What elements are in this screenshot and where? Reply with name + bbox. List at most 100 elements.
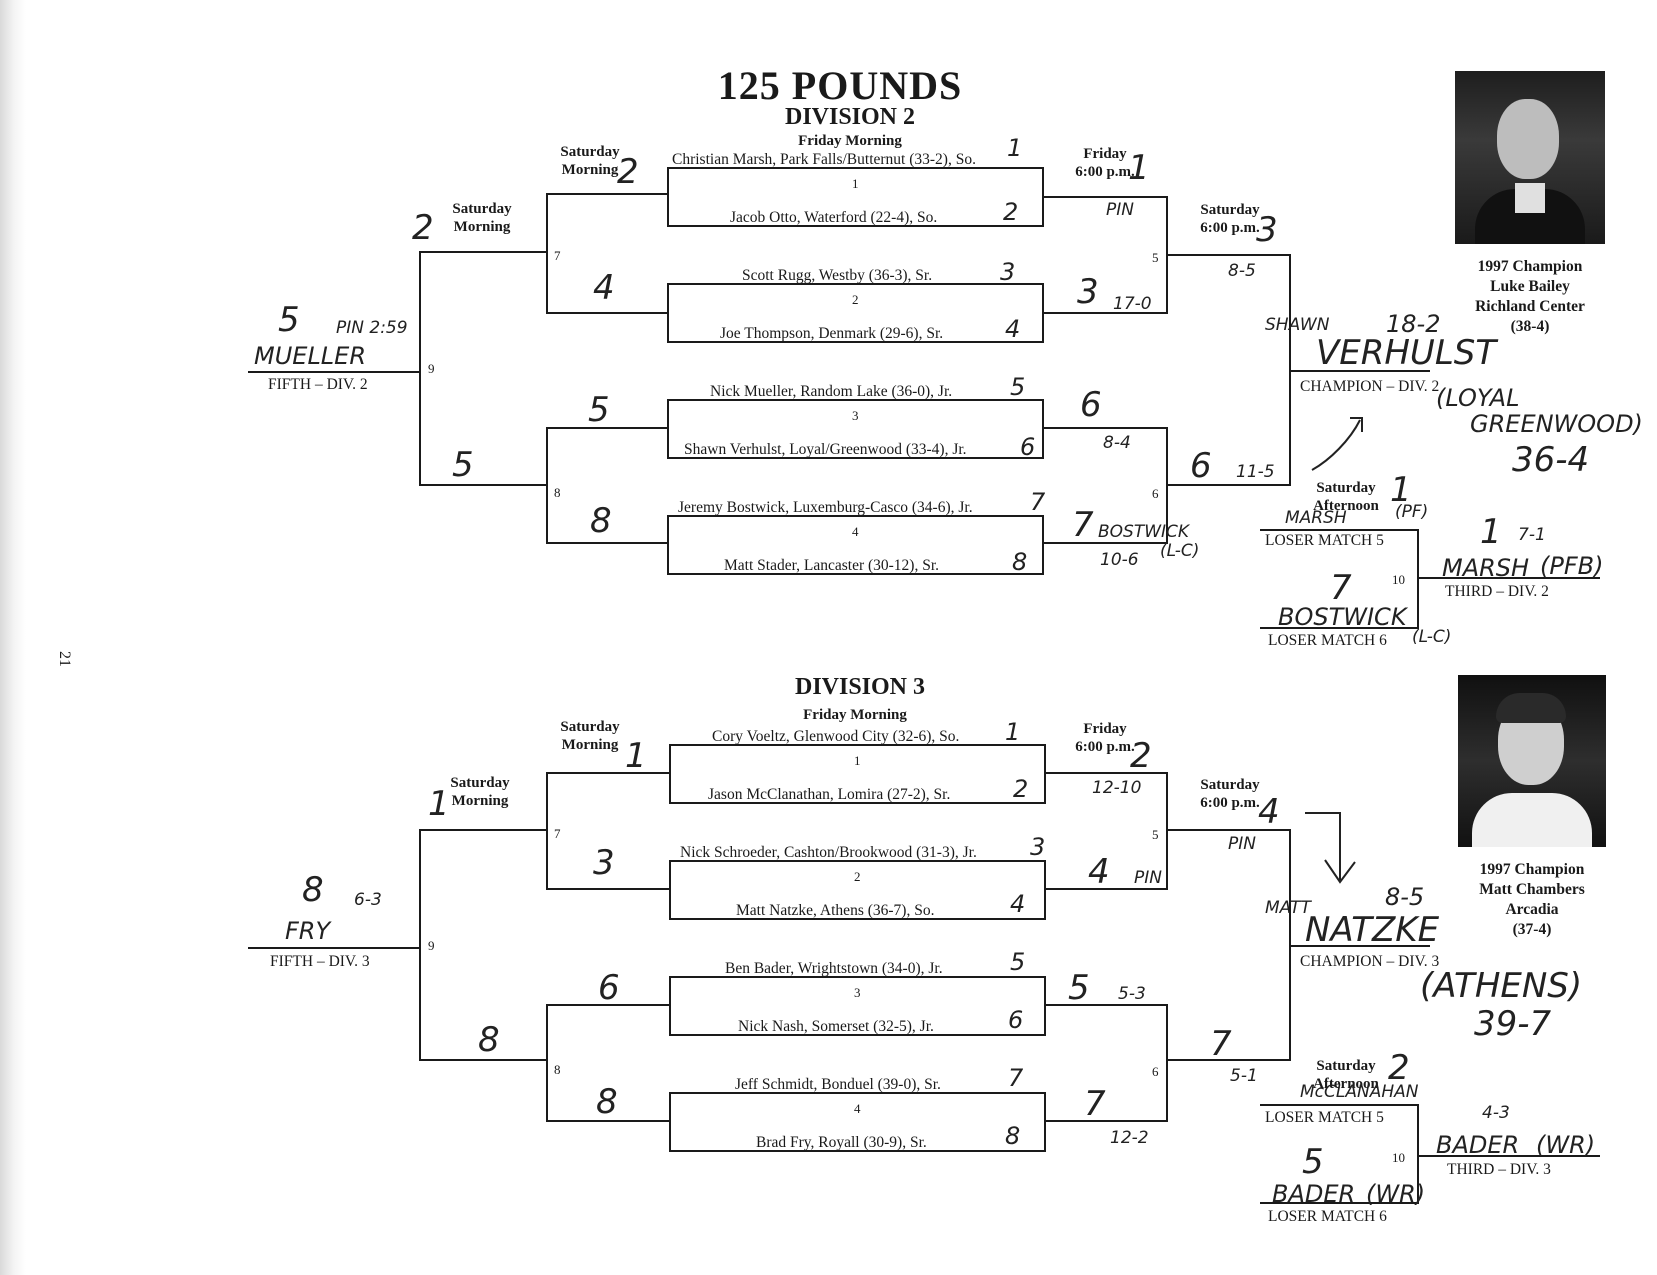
div3-friday-morning: Friday Morning [803,707,907,723]
d2-match-num-2: 2 [852,292,859,307]
d3-hand-fifth-score: 6-3 [354,890,382,910]
d3-loser-match6: LOSER MATCH 6 [1268,1208,1387,1225]
d3-match-num-4: 4 [854,1101,861,1116]
d3-match8 [546,1004,670,1122]
d3-hand-seed2: 2 [1013,775,1029,803]
d3-hand-l6-seed: 5 [1302,1142,1324,1182]
d2-match-num-8: 8 [554,485,561,500]
d2-match1-box [667,167,1044,227]
d2-hand-l6-name: BOSTWICK [1278,603,1407,631]
d3-wrestler-8: Brad Fry, Royall (30-9), Sr. [756,1134,927,1151]
d2-hand-seed6: 6 [1020,433,1036,461]
d2-hand-seed8: 8 [1012,548,1028,576]
d3-hand-champ-school: (ATHENS) [1420,966,1583,1006]
d2-wrestler-3: Scott Rugg, Westby (36-3), Sr. [742,267,933,284]
d2-hand-champ-last: VERHULST [1316,333,1497,373]
d2-hand-l5-name: MARSH [1285,508,1347,528]
d3-match6 [1045,1004,1168,1122]
d2-wrestler-1: Christian Marsh, Park Falls/Butternut (3… [672,151,976,168]
d3-hand-fri1-score: 12-10 [1092,778,1142,798]
d2-match3-box [667,399,1044,459]
d2-hand-fri2-score: 17-0 [1113,294,1152,314]
d2-match4-box [667,515,1044,575]
d2-hand-champ-school2: GREENWOOD) [1470,410,1643,438]
d3-match-num-3: 3 [854,985,861,1000]
d2-third-label: THIRD – DIV. 2 [1445,583,1549,600]
d3-hand-l5-name: McCLANAHAN [1300,1082,1419,1102]
d3-hand-champ-first: MATT [1265,898,1311,918]
d2-match-num-1: 1 [852,176,859,191]
d2-hand-fifth-name: MUELLER [254,342,367,370]
d3-wrestler-6: Nick Nash, Somerset (32-5), Jr. [738,1018,934,1035]
d3-hand-fri3-score: 5-3 [1118,984,1146,1004]
d3-hand-champ-record: 39-7 [1474,1004,1552,1044]
d2-match7 [546,193,668,314]
d2-wrestler-6: Shawn Verhulst, Loyal/Greenwood (33-4), … [684,441,967,458]
d2-wrestler-8: Matt Stader, Lancaster (30-12), Sr. [724,557,940,574]
d3-wrestler-5: Ben Bader, Wrightstown (34-0), Jr. [725,960,943,977]
d2-hand-seed5: 5 [1010,373,1026,401]
d2-loser-match5: LOSER MATCH 5 [1265,532,1384,549]
d3-wrestler-7: Jeff Schmidt, Bonduel (39-0), Sr. [735,1076,941,1093]
d3-match-num-2: 2 [854,869,861,884]
d2-hand-third-name: MARSH [1442,554,1530,582]
d2-hand-fri2: 3 [1077,272,1099,312]
d2-hand-third-seed: 1 [1480,512,1502,552]
d3-hand-seed6: 6 [1008,1006,1024,1034]
d3-hand-fri1: 2 [1130,736,1152,776]
d2-hand-sat6: 6 [1190,446,1212,486]
d3-fifth-label: FIFTH – DIV. 3 [270,953,370,970]
d3-champion-photo [1458,675,1606,847]
d3-hand-sm9-bot: 8 [478,1020,500,1060]
d3-match-num-10: 10 [1392,1150,1405,1165]
d2-hand-l6-school: (L-C) [1412,627,1452,647]
d3-hand-seed5: 5 [1010,948,1026,976]
d3-hand-third-school: (WR) [1536,1131,1596,1159]
d2-hand-third-score: 7-1 [1518,525,1546,545]
d2-hand-seed4: 4 [1005,315,1021,343]
d3-match10 [1260,1104,1419,1204]
d3-hand-sat6: 7 [1210,1024,1232,1064]
d3-champion-label: CHAMPION – DIV. 3 [1300,953,1440,970]
d3-hand-l6-name: BADER [1272,1180,1356,1208]
d2-hand-fri4-school: (L-C) [1160,541,1200,561]
d3-match-num-8: 8 [554,1062,561,1077]
d2-match-num-7: 7 [554,248,561,263]
d3-hand-seed1: 1 [1005,718,1021,746]
d3-hand-third-score: 4-3 [1482,1103,1510,1123]
d3-loser-match5: LOSER MATCH 5 [1265,1109,1384,1126]
d3-hand-sm8-top: 6 [598,968,620,1008]
d3-match-num-7: 7 [554,826,561,841]
d3-match-num-9: 9 [428,938,435,953]
d2-wrestler-7: Jeremy Bostwick, Luxemburg-Casco (34-6),… [678,499,973,516]
d2-hand-sm9-bot: 5 [452,445,474,485]
d3-hand-fifth-name: FRY [285,917,331,945]
d3-wrestler-4: Matt Natzke, Athens (36-7), So. [736,902,935,919]
d3-match-num-5: 5 [1152,827,1159,842]
d3-hand-seed3: 3 [1030,833,1046,861]
d2-hand-fri4: 7 [1072,505,1094,545]
div2-friday-morning: Friday Morning [798,133,902,149]
d2-champion-label: CHAMPION – DIV. 2 [1300,378,1440,395]
div3-heading: DIVISION 3 [794,674,926,700]
d2-hand-fri3-score: 8-4 [1103,433,1131,453]
d3-arrow [1305,812,1341,880]
d3-hand-sat5: 4 [1258,792,1280,832]
d2-champion-photo [1455,71,1605,244]
d2-wrestler-2: Jacob Otto, Waterford (22-4), So. [730,209,938,226]
d3-match9 [419,829,547,1061]
d3-hand-fri2: 4 [1088,852,1110,892]
d2-hand-l5-school: (PF) [1395,502,1429,522]
d2-hand-sm8-bot: 8 [590,501,612,541]
d2-hand-sm7-bot: 4 [593,268,615,308]
d3-hand-fri2-score: PIN [1134,868,1162,888]
d2-hand-fifth-score: PIN 2:59 [336,318,408,338]
d2-hand-fifth-seed: 5 [278,300,300,340]
d2-hand-fri1-score: PIN [1106,200,1134,220]
d3-hand-l6-school: (WR) [1366,1180,1426,1208]
